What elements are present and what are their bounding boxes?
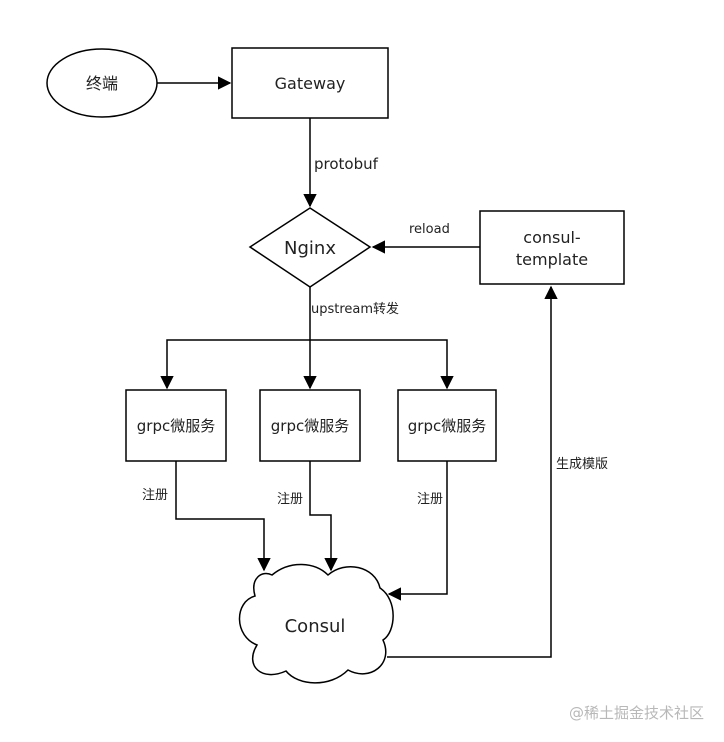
- grpc-label-1: grpc微服务: [137, 417, 215, 435]
- terminal-label: 终端: [86, 74, 118, 93]
- reload-label: reload: [409, 222, 450, 237]
- grpc-label-3: grpc微服务: [408, 417, 486, 435]
- edge-consul-template: [387, 285, 558, 658]
- gateway-node: [231, 47, 389, 119]
- edge-grpc3-consul: [387, 461, 448, 601]
- grpc-node-2: [259, 389, 361, 462]
- watermark: @稀土掘金技术社区: [569, 704, 704, 722]
- consul-template-label-line2: template: [516, 250, 588, 269]
- register-label-2: 注册: [277, 492, 303, 507]
- edge-nginx-grpc3: [310, 339, 454, 390]
- consul-label: Consul: [285, 616, 346, 637]
- protobuf-label: protobuf: [314, 155, 379, 173]
- register-label-3: 注册: [417, 492, 443, 507]
- edge-grpc2-consul: [309, 461, 338, 572]
- upstream-label: upstream转发: [311, 301, 399, 317]
- edge-grpc1-consul: [175, 461, 271, 572]
- nginx-label: Nginx: [284, 238, 336, 259]
- consul-template-node: [479, 210, 625, 285]
- grpc-label-2: grpc微服务: [271, 417, 349, 435]
- nginx-node: [248, 207, 372, 288]
- terminal-node: [46, 48, 158, 118]
- grpc-node-1: [125, 389, 227, 462]
- consul-cloud-node: [238, 563, 394, 684]
- grpc-node-3: [397, 389, 497, 462]
- register-label-1: 注册: [142, 488, 168, 503]
- generate-template-label: 生成模版: [556, 457, 608, 472]
- consul-template-label-line1: consul-: [523, 228, 580, 247]
- gateway-label: Gateway: [275, 74, 346, 93]
- edge-nginx-grpc1: [160, 339, 310, 390]
